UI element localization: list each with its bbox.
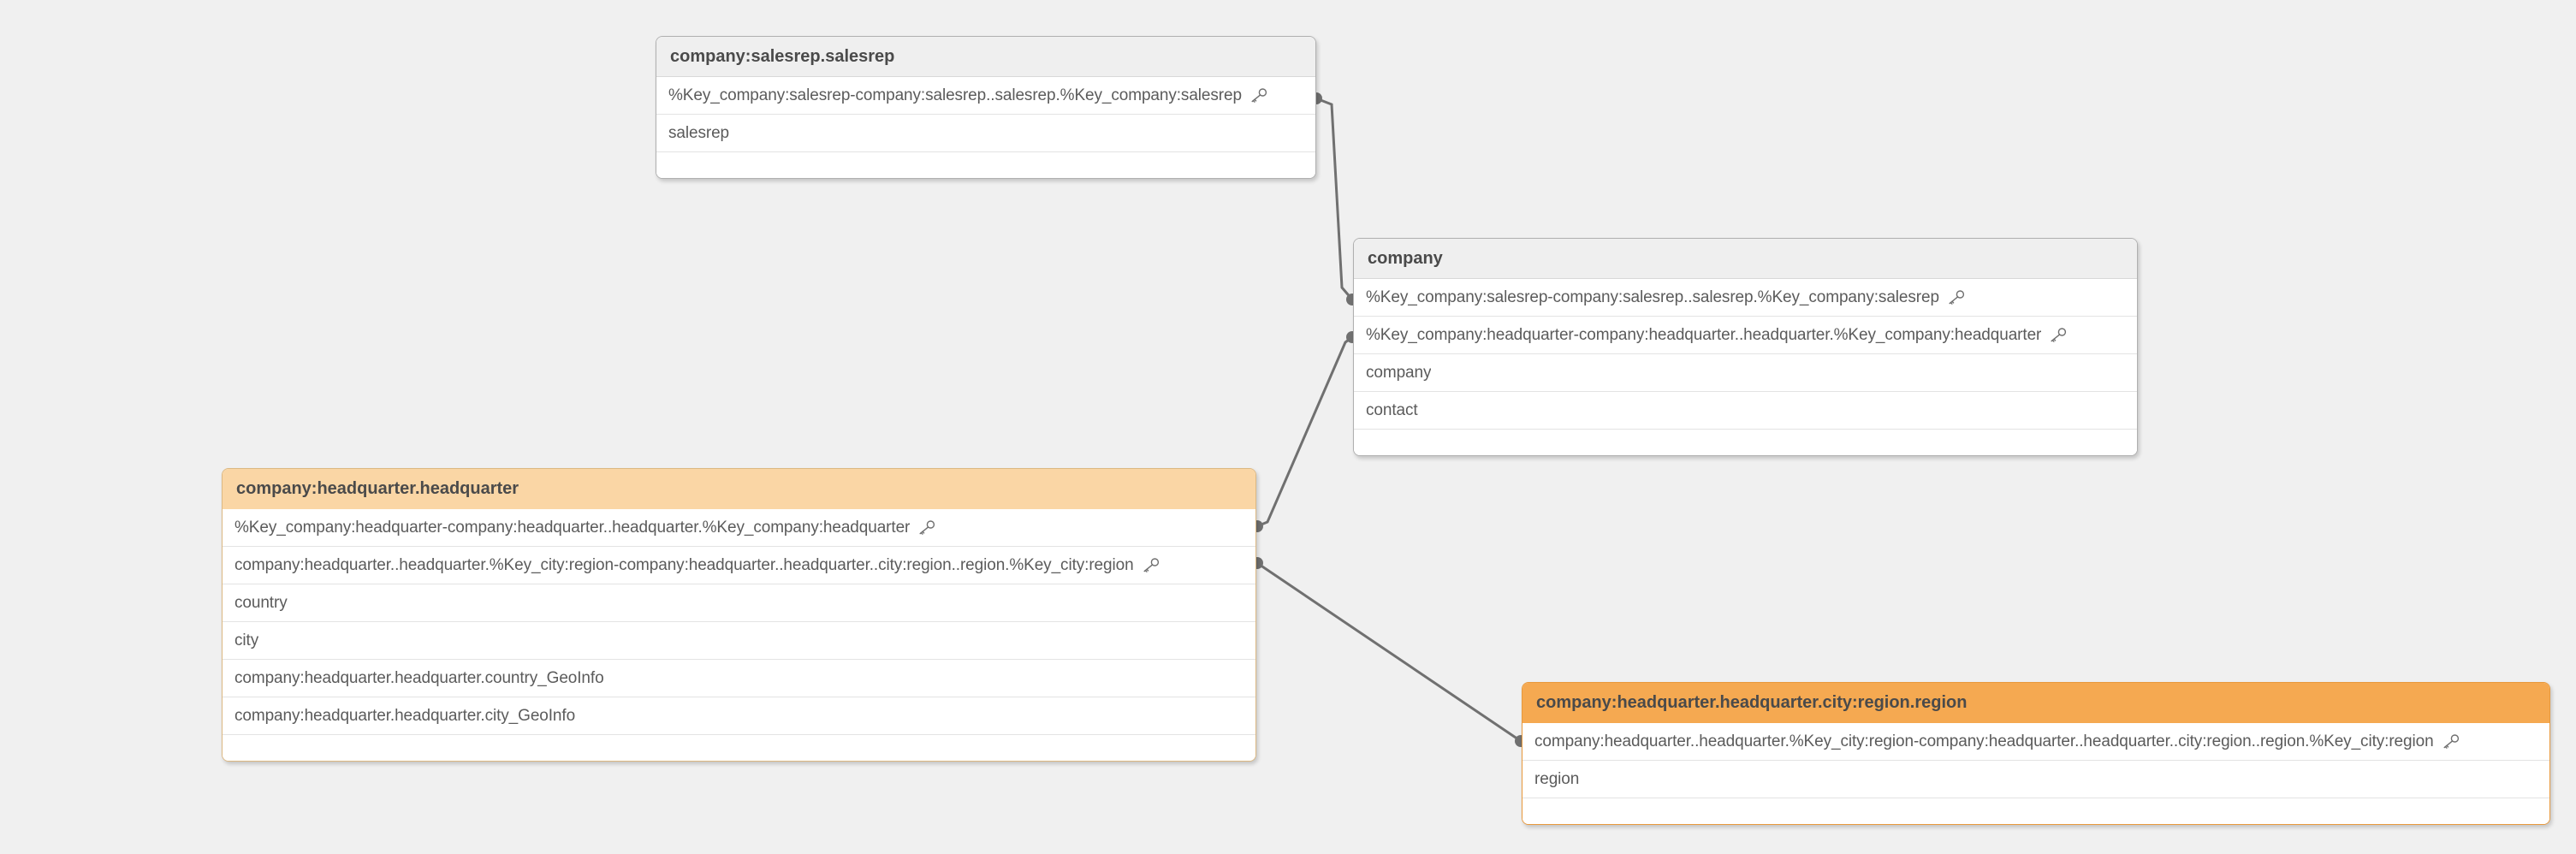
field-row[interactable]: %Key_company:salesrep-company:salesrep..… — [656, 77, 1315, 115]
field-label: company:headquarter.headquarter.city_Geo… — [234, 706, 576, 725]
key-icon — [917, 519, 936, 536]
field-label: company — [1366, 363, 1432, 382]
field-label: %Key_company:headquarter-company:headqua… — [1366, 325, 2042, 344]
key-icon — [2442, 733, 2460, 750]
table-filler-row — [223, 735, 1255, 761]
field-label: %Key_company:salesrep-company:salesrep..… — [1366, 288, 1939, 306]
table-title-headquarter[interactable]: company:headquarter.headquarter — [223, 469, 1255, 509]
key-icon — [2049, 327, 2068, 343]
table-title-company[interactable]: company — [1354, 239, 2137, 279]
field-label: city — [234, 631, 259, 649]
field-row[interactable]: company:headquarter.headquarter.city_Geo… — [223, 697, 1255, 735]
field-label: company:headquarter..headquarter.%Key_ci… — [234, 555, 1134, 574]
field-row[interactable]: contact — [1354, 392, 2137, 430]
table-title-region[interactable]: company:headquarter.headquarter.city:reg… — [1522, 683, 2549, 723]
field-label: country — [234, 593, 288, 612]
field-row[interactable]: %Key_company:headquarter-company:headqua… — [223, 509, 1255, 547]
association-link-headquarter-to-company — [1251, 331, 1358, 532]
table-card-headquarter[interactable]: company:headquarter.headquarter %Key_comp… — [222, 468, 1256, 762]
field-row[interactable]: country — [223, 584, 1255, 622]
table-card-company[interactable]: company %Key_company:salesrep-company:sal… — [1353, 238, 2138, 456]
field-row[interactable]: company:headquarter..headquarter.%Key_ci… — [1522, 723, 2549, 761]
table-filler-row — [1522, 798, 2549, 824]
table-card-region[interactable]: company:headquarter.headquarter.city:reg… — [1522, 682, 2550, 825]
field-label: company:headquarter.headquarter.country_… — [234, 668, 604, 687]
table-title-salesrep[interactable]: company:salesrep.salesrep — [656, 37, 1315, 77]
field-row[interactable]: company:headquarter..headquarter.%Key_ci… — [223, 547, 1255, 584]
association-link-salesrep-to-company — [1310, 92, 1358, 305]
table-filler-row — [1354, 430, 2137, 455]
field-label: region — [1534, 769, 1580, 788]
field-row[interactable]: region — [1522, 761, 2549, 798]
field-row[interactable]: city — [223, 622, 1255, 660]
field-row[interactable]: %Key_company:salesrep-company:salesrep..… — [1354, 279, 2137, 317]
field-row[interactable]: salesrep — [656, 115, 1315, 152]
field-label: salesrep — [668, 123, 730, 142]
field-row[interactable]: company — [1354, 354, 2137, 392]
field-label: %Key_company:salesrep-company:salesrep..… — [668, 86, 1242, 104]
table-card-salesrep[interactable]: company:salesrep.salesrep %Key_company:sa… — [656, 36, 1316, 179]
field-row[interactable]: company:headquarter.headquarter.country_… — [223, 660, 1255, 697]
field-label: contact — [1366, 400, 1418, 419]
key-icon — [1947, 289, 1966, 305]
field-label: %Key_company:headquarter-company:headqua… — [234, 518, 911, 537]
key-icon — [1249, 87, 1268, 104]
table-filler-row — [656, 152, 1315, 178]
key-icon — [1142, 557, 1160, 573]
association-link-headquarter-to-region — [1251, 557, 1527, 747]
field-row[interactable]: %Key_company:headquarter-company:headqua… — [1354, 317, 2137, 354]
field-label: company:headquarter..headquarter.%Key_ci… — [1534, 732, 2434, 750]
